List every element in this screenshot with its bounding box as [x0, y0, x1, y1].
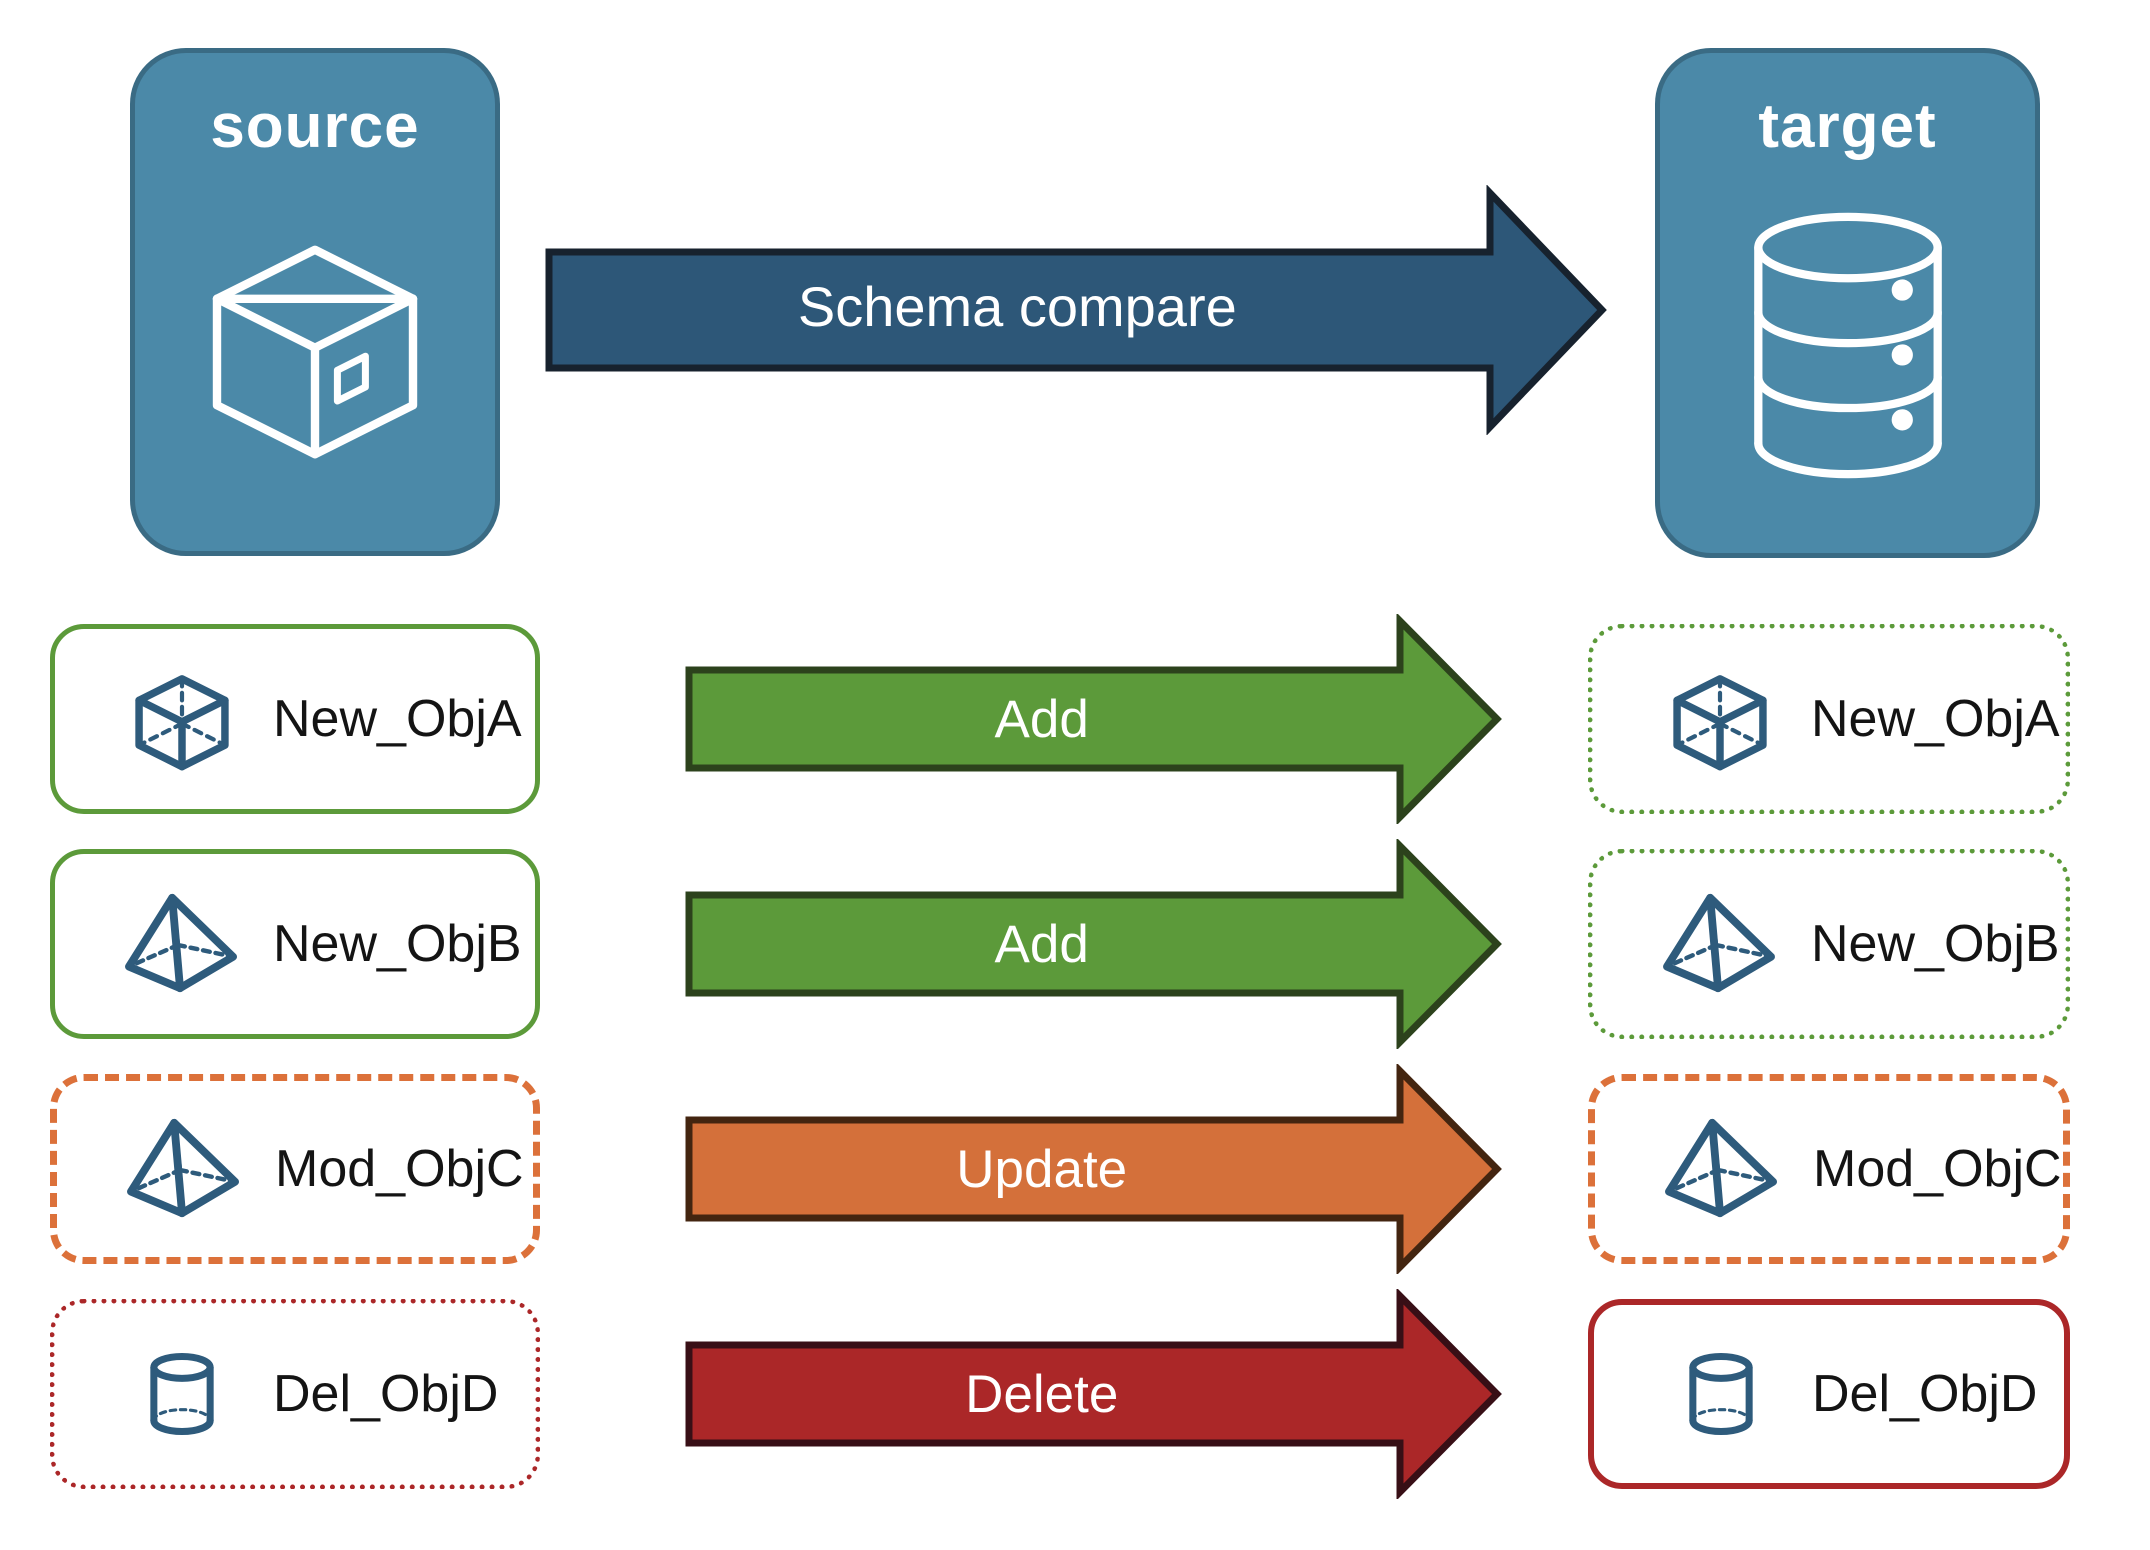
- action-label: Update: [956, 1139, 1128, 1199]
- object-name-label: Mod_ObjC: [1813, 1140, 2062, 1198]
- pyramid-icon: [125, 1115, 243, 1223]
- object-card-target-row4: Del_ObjD: [1588, 1299, 2070, 1489]
- target-label: target: [1758, 92, 1937, 161]
- add-arrow-row1: Add: [685, 614, 1505, 824]
- pyramid-icon: [1663, 1115, 1781, 1223]
- object-name-label: Del_ObjD: [273, 1365, 499, 1423]
- source-label: source: [210, 92, 420, 161]
- object-name-label: Mod_ObjC: [275, 1140, 524, 1198]
- schema-compare-label: Schema compare: [797, 274, 1237, 338]
- target-panel: target: [1655, 48, 2040, 558]
- add-arrow-row2: Add: [685, 839, 1505, 1049]
- action-label: Add: [994, 689, 1089, 749]
- schema-compare-arrow: Schema compare: [545, 185, 1610, 435]
- package-icon: [175, 198, 455, 478]
- cylinder-icon: [1678, 1347, 1764, 1441]
- cube-icon: [126, 663, 238, 775]
- update-arrow-row3: Update: [685, 1064, 1505, 1274]
- object-name-label: New_ObjA: [273, 690, 522, 748]
- object-card-target-row2: New_ObjB: [1588, 849, 2070, 1039]
- object-name-label: New_ObjA: [1811, 690, 2060, 748]
- action-label: Add: [994, 914, 1089, 974]
- action-label: Delete: [965, 1364, 1119, 1424]
- object-card-source-row1: New_ObjA: [50, 624, 540, 814]
- cylinder-icon: [139, 1347, 225, 1441]
- object-name-label: New_ObjB: [273, 915, 522, 973]
- object-card-source-row3: Mod_ObjC: [50, 1074, 540, 1264]
- object-card-target-row1: New_ObjA: [1588, 624, 2070, 814]
- pyramid-icon: [123, 890, 241, 998]
- pyramid-icon: [1661, 890, 1779, 998]
- source-panel: source: [130, 48, 500, 556]
- object-card-source-row2: New_ObjB: [50, 849, 540, 1039]
- object-name-label: Del_ObjD: [1812, 1365, 2038, 1423]
- database-icon: [1730, 198, 1966, 493]
- delete-arrow-row4: Delete: [685, 1289, 1505, 1499]
- object-name-label: New_ObjB: [1811, 915, 2060, 973]
- cube-icon: [1664, 663, 1776, 775]
- object-card-source-row4: Del_ObjD: [50, 1299, 540, 1489]
- object-card-target-row3: Mod_ObjC: [1588, 1074, 2070, 1264]
